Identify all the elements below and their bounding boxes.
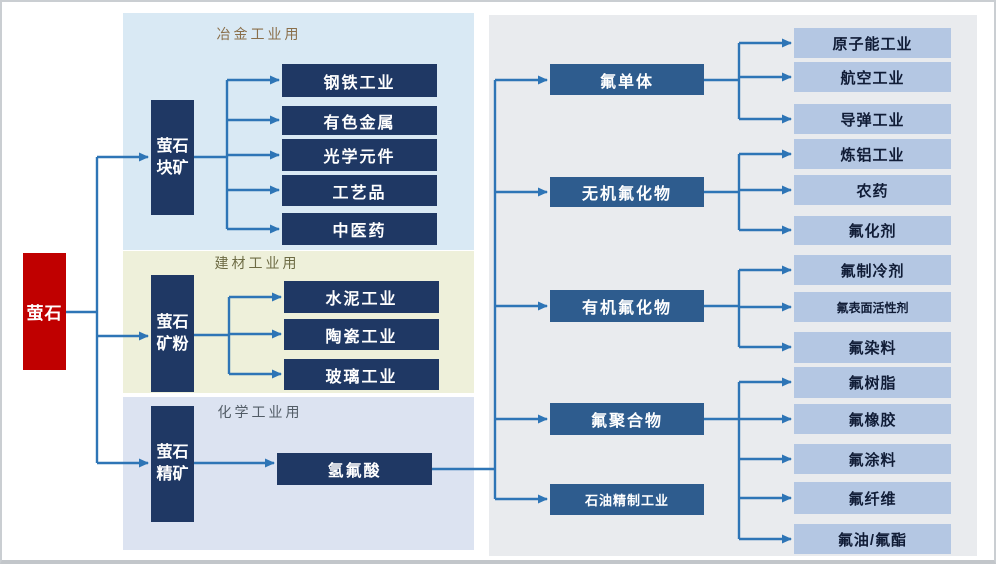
node-fluorite-lump-ore: 萤石 块矿 (151, 100, 194, 215)
node-inorganic-fluoride: 无机氟化物 (550, 177, 704, 207)
node-fluorine-dye: 氟染料 (794, 332, 951, 363)
node-aluminum-smelting-industry: 炼铝工业 (794, 139, 951, 169)
node-hydrofluoric-acid: 氢氟酸 (277, 453, 432, 485)
node-fluorofiber: 氟纤维 (794, 482, 951, 514)
node-cement-industry: 水泥工业 (284, 281, 439, 313)
node-nonferrous-metals: 有色金属 (282, 106, 437, 135)
node-fluororubber: 氟橡胶 (794, 404, 951, 434)
node-missile-industry: 导弹工业 (794, 104, 951, 134)
section-title-metallurgy: 冶金工业用 (216, 26, 302, 42)
node-petroleum-refining-industry: 石油精制工业 (550, 484, 704, 515)
node-optical-components: 光学元件 (282, 139, 437, 171)
node-fluorocoating: 氟涂料 (794, 444, 951, 474)
node-pesticide: 农药 (794, 175, 951, 205)
node-fluorite-concentrate: 萤石 精矿 (151, 406, 194, 522)
node-fluorite: 萤石 (23, 253, 66, 370)
node-fluoro-oil-ester: 氟油/氟酯 (794, 524, 951, 554)
section-title-building-materials: 建材工业用 (214, 255, 300, 271)
node-organic-fluoride: 有机氟化物 (550, 290, 704, 322)
node-fluorine-monomer: 氟单体 (550, 64, 704, 95)
node-ceramics-industry: 陶瓷工业 (284, 319, 439, 350)
node-fluorosurfactant: 氟表面活性剂 (794, 292, 951, 322)
node-atomic-energy-industry: 原子能工业 (794, 28, 951, 58)
section-title-chemical: 化学工业用 (217, 404, 303, 420)
node-fluorite-ore-powder: 萤石 矿粉 (151, 275, 194, 392)
node-fluoropolymer: 氟聚合物 (550, 403, 704, 435)
node-fluorinating-agent: 氟化剂 (794, 216, 951, 245)
node-fluorine-refrigerant: 氟制冷剂 (794, 255, 951, 285)
node-aviation-industry: 航空工业 (794, 62, 951, 92)
node-glass-industry: 玻璃工业 (284, 359, 439, 390)
node-traditional-chinese-medicine: 中医药 (282, 213, 437, 245)
node-steel-industry: 钢铁工业 (282, 64, 437, 97)
node-fluororesin: 氟树脂 (794, 367, 951, 398)
node-crafts: 工艺品 (282, 175, 437, 206)
